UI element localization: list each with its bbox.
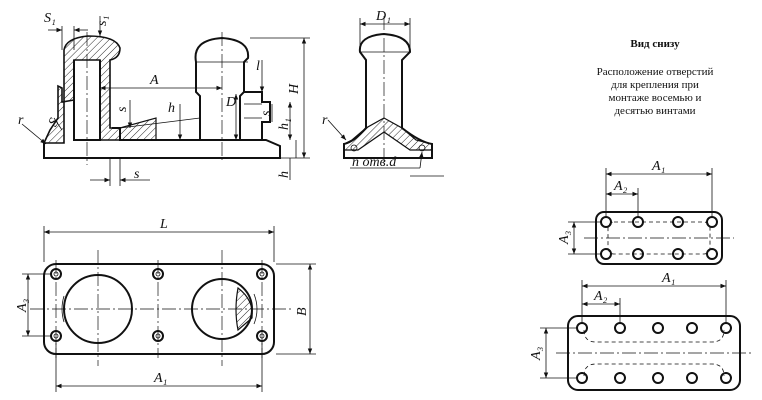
- plan-right-lug: [253, 293, 258, 325]
- ten-screw-holes: [576, 322, 732, 384]
- label-s1-right: s₁: [95, 16, 110, 26]
- label-l: l: [256, 59, 260, 74]
- hole: [632, 216, 644, 228]
- label-A1-bottom: A₁: [661, 271, 675, 286]
- label-r-right: r: [322, 113, 328, 128]
- plan-hole-inner: [53, 333, 59, 339]
- label-n-holes: n отв.d: [352, 155, 397, 170]
- label-A3-main: A₃: [15, 298, 30, 313]
- rib-section: [119, 117, 157, 141]
- hole: [600, 216, 612, 228]
- plan-view: L B A₃ A₁: [15, 217, 316, 392]
- label-s-mid: s: [115, 106, 130, 112]
- hole: [652, 372, 664, 384]
- side-base-section: [343, 117, 433, 151]
- hole: [672, 248, 684, 260]
- label-D1: D₁: [375, 9, 391, 24]
- bottom-view-8-screws: A₁ A₂ A₃: [557, 159, 734, 265]
- label-A3-top: A₃: [557, 230, 572, 245]
- label-h1: h₁: [277, 118, 292, 130]
- plan-mount-holes: [50, 268, 268, 342]
- n-holes-leader: [419, 151, 424, 169]
- plan-pin-section: [235, 286, 253, 332]
- label-L: L: [159, 217, 168, 232]
- ten-screw-inner-bottom: [583, 363, 725, 377]
- ten-screw-inner-top: [583, 329, 725, 343]
- hole: [720, 322, 732, 334]
- S-left-leader: [53, 117, 63, 131]
- holes-caption: Расположение отверстий для крепления при…: [596, 66, 714, 117]
- hole: [672, 216, 684, 228]
- hole: [614, 322, 626, 334]
- label-A1-main: A₁: [153, 371, 167, 386]
- eight-screw-holes: [600, 216, 718, 260]
- left-post-bore: [73, 60, 101, 141]
- plan-left-lug: [61, 295, 65, 323]
- label-A1-top: A₁: [651, 159, 665, 174]
- label-A2-bottom: A₂: [593, 289, 608, 304]
- plan-hole: [152, 330, 164, 342]
- label-A: A: [149, 73, 159, 88]
- label-r-left: r: [18, 113, 24, 128]
- hole: [686, 372, 698, 384]
- plan-hole: [152, 268, 164, 280]
- label-h-mid: h: [168, 101, 175, 116]
- side-hole-left: [350, 144, 358, 152]
- hole: [706, 216, 718, 228]
- hole: [576, 372, 588, 384]
- side-hole-right: [418, 144, 426, 152]
- eight-screw-inner: [607, 221, 711, 255]
- label-H: H: [287, 83, 302, 95]
- hole: [600, 248, 612, 260]
- hole: [576, 322, 588, 334]
- front-section-view: S₁ s₁ A H l D h₁ s h s h s r S: [18, 11, 310, 186]
- hole: [720, 372, 732, 384]
- hole: [686, 322, 698, 334]
- plan-hole-inner: [155, 333, 161, 339]
- rib-top: [119, 117, 201, 129]
- label-B: B: [295, 307, 310, 316]
- hole: [614, 372, 626, 384]
- label-h-bottom: h: [277, 171, 292, 178]
- r-right-leader: [327, 119, 347, 141]
- side-view: D₁ r n отв.d: [322, 9, 444, 177]
- hole: [652, 322, 664, 334]
- hole: [632, 248, 644, 260]
- plan-hole-inner: [259, 333, 265, 339]
- label-s1-left: S₁: [44, 11, 56, 26]
- right-post-outline: [194, 36, 250, 141]
- r-left-leader: [21, 123, 47, 145]
- label-D: D: [225, 95, 236, 110]
- plan-hole-inner: [155, 271, 161, 277]
- hole: [706, 248, 718, 260]
- pin-lines: [244, 103, 262, 119]
- label-s-right: s: [259, 110, 274, 116]
- plan-left-post: [63, 274, 133, 344]
- label-A3-bottom: A₃: [529, 346, 544, 361]
- bottom-view-title: Вид снизу: [630, 38, 680, 50]
- label-A2-top: A₂: [613, 179, 628, 194]
- front-base-outline: [43, 127, 281, 159]
- plan-hole-inner: [53, 271, 59, 277]
- plan-hole: [256, 268, 268, 280]
- bottom-view-10-screws: A₁ A₂ A₃: [529, 271, 752, 391]
- plan-hole-inner: [259, 271, 265, 277]
- label-s-bottom: s: [134, 167, 140, 182]
